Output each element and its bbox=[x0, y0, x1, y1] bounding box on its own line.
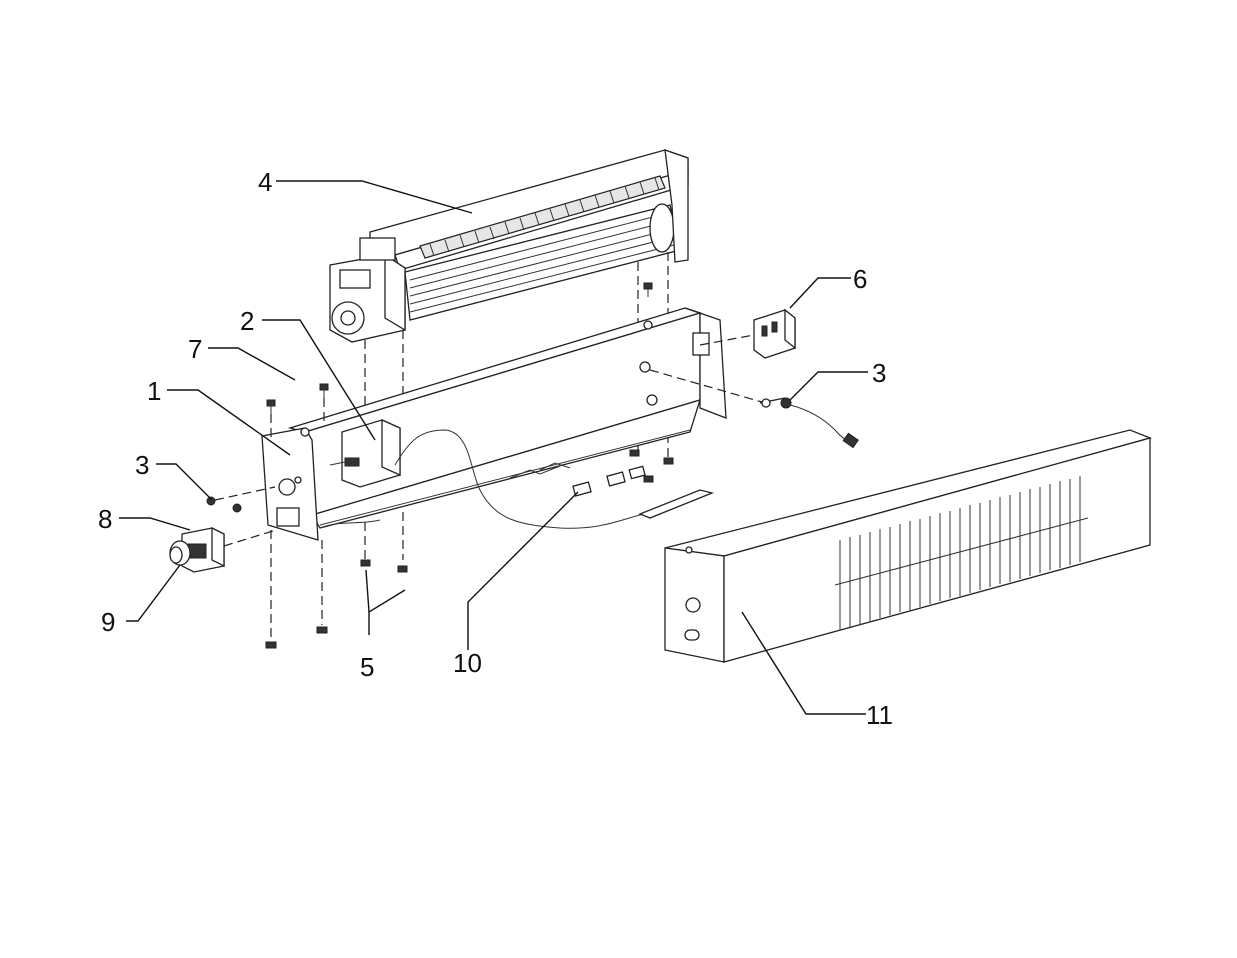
callout-1: 1 bbox=[147, 376, 161, 406]
callout-11: 11 bbox=[866, 700, 893, 730]
front-cover bbox=[664, 429, 1153, 663]
callout-labels: 4 2 7 1 3 8 9 5 10 6 3 11 bbox=[98, 167, 893, 730]
callout-4: 4 bbox=[258, 167, 272, 197]
bottom-screws bbox=[265, 449, 674, 649]
callout-7: 7 bbox=[188, 334, 202, 364]
top-screws bbox=[266, 282, 653, 440]
rocker-switch bbox=[181, 526, 277, 573]
blower-assembly bbox=[329, 149, 689, 560]
callout-10: 10 bbox=[453, 648, 482, 678]
control-knob bbox=[169, 540, 191, 566]
callout-6: 6 bbox=[853, 264, 867, 294]
callout-3-right: 3 bbox=[872, 358, 886, 388]
receptacle bbox=[699, 308, 796, 359]
power-cord bbox=[649, 369, 859, 449]
leader-lines bbox=[119, 180, 868, 715]
chassis-base bbox=[261, 307, 727, 541]
wire-connectors bbox=[572, 465, 715, 519]
callout-9: 9 bbox=[101, 607, 115, 637]
end-plate-screws bbox=[206, 486, 276, 513]
motor bbox=[329, 237, 406, 343]
thermostat-box bbox=[329, 418, 401, 488]
callout-5: 5 bbox=[360, 652, 374, 682]
callout-8: 8 bbox=[98, 504, 112, 534]
callout-2: 2 bbox=[240, 306, 254, 336]
cover-louvres bbox=[834, 476, 1089, 630]
callout-3-left: 3 bbox=[135, 450, 149, 480]
internal-wiring bbox=[394, 429, 701, 529]
